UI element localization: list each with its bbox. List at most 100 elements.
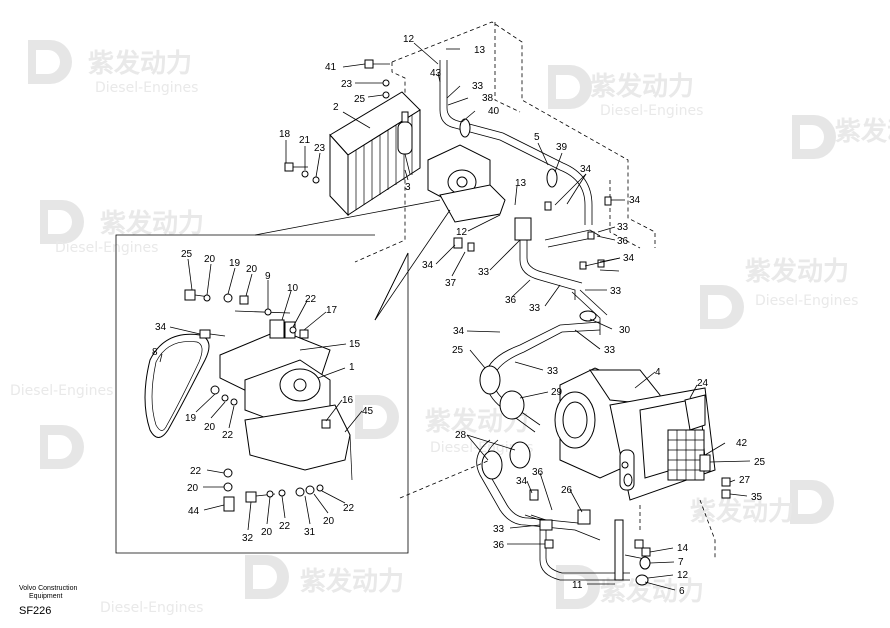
callout-34: 34 xyxy=(155,322,167,333)
callout-22: 22 xyxy=(343,503,355,514)
watermark-cn: 紫发动力 xyxy=(835,116,890,147)
drive-belt xyxy=(144,333,210,438)
callout-33: 33 xyxy=(604,345,616,356)
watermark-cn: 紫发动力 xyxy=(100,208,204,239)
callout-33: 33 xyxy=(493,524,505,535)
callout-43: 43 xyxy=(430,68,442,79)
callout-19: 19 xyxy=(229,258,241,269)
callout-20: 20 xyxy=(323,516,335,527)
callout-34: 34 xyxy=(516,476,528,487)
callout-21: 21 xyxy=(299,135,311,146)
watermark-logo: Diesel-Engines xyxy=(10,383,113,469)
watermark-cn: 紫发动力 xyxy=(300,566,404,597)
callout-17: 17 xyxy=(326,305,338,316)
callout-13: 13 xyxy=(515,178,527,189)
callout-34: 34 xyxy=(629,195,641,206)
maker-line-2: Equipment xyxy=(29,593,63,600)
hoses-lower xyxy=(399,321,716,586)
watermark-en: Diesel-Engines xyxy=(55,240,158,256)
callout-44: 44 xyxy=(188,506,200,517)
watermark-logo: 紫发动力 Diesel-Engines xyxy=(700,256,858,329)
callout-22: 22 xyxy=(190,466,202,477)
callout-28: 28 xyxy=(455,430,467,441)
callout-4: 4 xyxy=(655,367,661,378)
callout-41: 41 xyxy=(325,62,337,73)
watermark-logo: 紫发动力 Diesel-Engines xyxy=(40,200,204,256)
watermark-en: Diesel-Engines xyxy=(100,600,203,616)
callout-36: 36 xyxy=(505,295,517,306)
compressor-upper xyxy=(427,144,506,223)
callout-33: 33 xyxy=(472,81,484,92)
callout-7: 7 xyxy=(678,557,684,568)
watermark-logo: 紫发动力 Diesel-Engines xyxy=(100,555,404,616)
callout-34: 34 xyxy=(453,326,465,337)
callout-31: 31 xyxy=(304,527,316,538)
watermark-logo: 紫发动力 xyxy=(792,115,890,159)
callout-25: 25 xyxy=(754,457,766,468)
callout-30: 30 xyxy=(619,325,631,336)
callout-3: 3 xyxy=(405,182,411,193)
callout-20: 20 xyxy=(204,254,216,265)
callout-9: 9 xyxy=(265,271,271,282)
callout-27: 27 xyxy=(739,475,751,486)
diagram-code: SF226 xyxy=(19,605,52,617)
watermark-cn: 紫发动力 xyxy=(745,256,849,287)
callout-2: 2 xyxy=(333,102,339,113)
watermark-layer: 紫发动力 Diesel-Engines 紫发动力 Diesel-Engines … xyxy=(10,40,890,616)
callout-11: 11 xyxy=(572,580,583,591)
callout-33: 33 xyxy=(617,222,629,233)
callout-42: 42 xyxy=(736,438,748,449)
callout-33: 33 xyxy=(529,303,541,314)
callout-23: 23 xyxy=(341,79,353,90)
leader-lines xyxy=(159,42,751,591)
callout-14: 14 xyxy=(677,543,689,554)
callout-37: 37 xyxy=(445,278,457,289)
maker-line-1: Volvo Construction xyxy=(19,585,78,592)
callout-20: 20 xyxy=(204,422,216,433)
callout-35: 35 xyxy=(751,492,763,503)
callout-23: 23 xyxy=(314,143,326,154)
heater-unit xyxy=(554,367,731,501)
callout-38: 38 xyxy=(482,93,494,104)
callout-13: 13 xyxy=(474,45,486,56)
callout-36: 36 xyxy=(617,236,629,247)
callout-45: 45 xyxy=(362,406,374,417)
callout-36: 36 xyxy=(493,540,505,551)
callout-33: 33 xyxy=(547,366,559,377)
callout-33: 33 xyxy=(610,286,622,297)
callout-25: 25 xyxy=(452,345,464,356)
callout-36: 36 xyxy=(532,467,544,478)
callout-12: 12 xyxy=(677,570,689,581)
watermark-en: Diesel-Engines xyxy=(600,103,703,119)
watermark-cn: 紫发动力 xyxy=(600,576,704,607)
callout-5: 5 xyxy=(534,132,540,143)
callout-10: 10 xyxy=(287,283,299,294)
callout-25: 25 xyxy=(354,94,366,105)
compressor-detail-inset xyxy=(115,199,451,554)
callout-6: 6 xyxy=(679,586,685,597)
watermark-logo: 紫发动力 Diesel-Engines xyxy=(28,40,198,96)
callout-20: 20 xyxy=(187,483,199,494)
watermark-en: Diesel-Engines xyxy=(10,383,113,399)
callout-33: 33 xyxy=(478,267,490,278)
callout-20: 20 xyxy=(261,527,273,538)
callout-24: 24 xyxy=(697,378,709,389)
callout-19: 19 xyxy=(185,413,197,424)
watermark-logo: 紫发动力 xyxy=(556,565,704,609)
refrigerant-hose-upper xyxy=(439,60,608,335)
callout-20: 20 xyxy=(246,264,258,275)
callout-26: 26 xyxy=(561,485,573,496)
watermark-cn: 紫发动力 xyxy=(690,496,794,527)
callout-34: 34 xyxy=(422,260,434,271)
callout-labels: 12 13 41 43 23 25 33 38 2 40 5 18 21 23 … xyxy=(152,34,766,597)
callout-29: 29 xyxy=(551,387,563,398)
callout-1: 1 xyxy=(349,362,355,373)
watermark-logo: 紫发动力 Diesel-Engines xyxy=(548,65,703,119)
callout-34: 34 xyxy=(580,164,592,175)
callout-12: 12 xyxy=(456,227,468,238)
callout-15: 15 xyxy=(349,339,361,350)
document-caption: Volvo Construction Equipment SF226 xyxy=(19,585,77,617)
callout-25: 25 xyxy=(181,249,193,260)
watermark-en: Diesel-Engines xyxy=(755,293,858,309)
